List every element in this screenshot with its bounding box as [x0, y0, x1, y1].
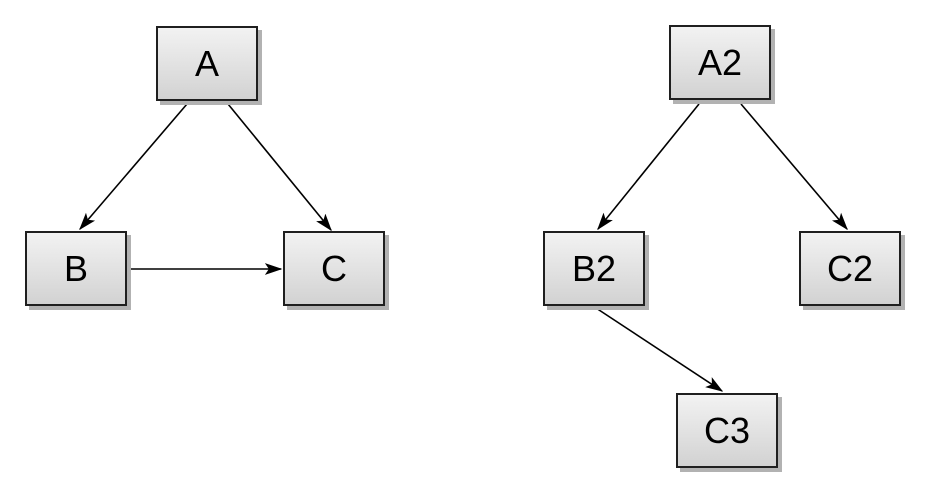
edge-A-to-C [227, 103, 332, 232]
node-A2-label: A2 [697, 41, 743, 83]
node-C: C [283, 231, 385, 306]
node-B2-label: B2 [571, 247, 617, 289]
node-C2-label: C2 [826, 247, 874, 289]
node-A: A [156, 26, 258, 101]
node-A2: A2 [669, 25, 771, 100]
node-C3: C3 [676, 393, 778, 468]
node-A-label: A [194, 42, 219, 84]
edge-A2-to-B2 [597, 103, 700, 231]
node-B-label: B [63, 247, 88, 289]
node-B2: B2 [543, 231, 645, 306]
node-B: B [25, 231, 127, 306]
node-C3-label: C3 [703, 409, 751, 451]
edge-A-to-B [79, 103, 188, 231]
node-C2: C2 [799, 231, 901, 306]
edge-B2-to-C3 [595, 307, 724, 392]
edge-A2-to-C2 [740, 103, 848, 231]
node-C-label: C [321, 247, 347, 289]
